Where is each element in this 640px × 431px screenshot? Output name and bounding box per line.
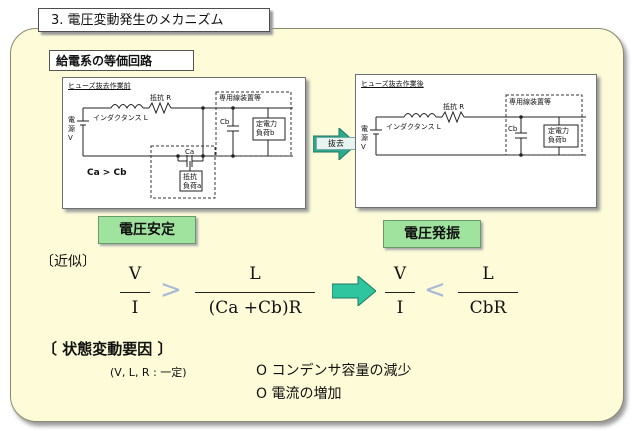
- before-load-b-line2: 負荷b: [256, 129, 275, 137]
- circuit-after-card: ヒューズ抜去作業後 抵抗 R インダクタンス L 電 源 V 専用線装置等 Cb…: [355, 74, 597, 208]
- capacitance-comparison: Ca > Cb: [87, 168, 127, 178]
- after-power-label-3: V: [361, 143, 366, 151]
- after-inductance-label: インダクタンス L: [386, 123, 441, 131]
- before-equipment-label: 専用線装置等: [219, 94, 261, 102]
- after-cb-label: Cb: [508, 125, 518, 133]
- after-power-label-2: 源: [361, 134, 368, 142]
- section-title: 3. 電圧変動発生のメカニズム: [38, 8, 270, 32]
- formula-right-bar2: [458, 292, 518, 293]
- after-equipment-label: 専用線装置等: [509, 98, 551, 106]
- before-ca-label: Ca: [185, 148, 195, 156]
- after-resistor-label: 抵抗 R: [443, 103, 465, 111]
- badge-voltage-stable: 電圧安定: [98, 216, 196, 244]
- before-power-label-2: 源: [68, 125, 75, 133]
- formula-right-bar1: [385, 292, 415, 293]
- factor-title: 〔 状態変動要因 〕: [42, 340, 173, 358]
- badge-voltage-oscillation: 電圧発振: [383, 220, 481, 248]
- after-power-label-1: 電: [361, 125, 368, 133]
- result-arrow-icon: [332, 276, 376, 306]
- before-load-a-line2: 負荷a: [183, 182, 202, 190]
- after-header: ヒューズ抜去作業後: [361, 80, 424, 88]
- circuit-before-diagram: [77, 91, 293, 199]
- transition-label: 抜去: [316, 137, 356, 150]
- factor-condition: (V, L, R : 一定): [110, 366, 187, 379]
- formula-left-operator: >: [160, 275, 182, 305]
- formula-right-operator: <: [424, 275, 446, 305]
- before-power-label-1: 電: [68, 116, 75, 124]
- approx-label: 〔近似〕: [40, 254, 96, 270]
- formula-right-den1: I: [396, 298, 404, 318]
- formula-left-bar2: [195, 292, 315, 293]
- formula-left-num1: V: [128, 264, 142, 284]
- after-load-b-line2: 負荷b: [548, 136, 567, 144]
- formula-right-den2: CbR: [469, 298, 507, 318]
- formula-right-num1: V: [393, 264, 407, 284]
- before-inductance-label: インダクタンス L: [93, 114, 148, 122]
- after-load-b-line1: 定電力: [548, 127, 569, 135]
- before-cb-label: Cb: [220, 118, 230, 126]
- formula-left-bar1: [120, 292, 150, 293]
- circuit-label: 給電系の等価回路: [49, 50, 194, 71]
- before-header: ヒューズ抜去作業前: [68, 82, 131, 90]
- formula-left-den2: (Ca +Cb)R: [208, 298, 302, 318]
- factor-item-1: O コンデンサ容量の減少: [256, 363, 412, 379]
- formula-left-den1: I: [131, 298, 139, 318]
- before-load-b-line1: 定電力: [256, 120, 277, 128]
- formula-left-num2: L: [249, 264, 261, 284]
- before-power-label-3: V: [68, 134, 73, 142]
- circuit-before-card: ヒューズ抜去作業前 抵抗 R インダクタンス L 電 源 V 専用線装置等 Cb…: [62, 77, 306, 209]
- before-resistor-label: 抵抗 R: [150, 94, 172, 102]
- circuit-after-diagram: [370, 94, 586, 157]
- factor-item-2: O 電流の増加: [256, 386, 342, 402]
- formula-right-num2: L: [482, 264, 494, 284]
- before-load-a-line1: 抵抗: [183, 173, 197, 181]
